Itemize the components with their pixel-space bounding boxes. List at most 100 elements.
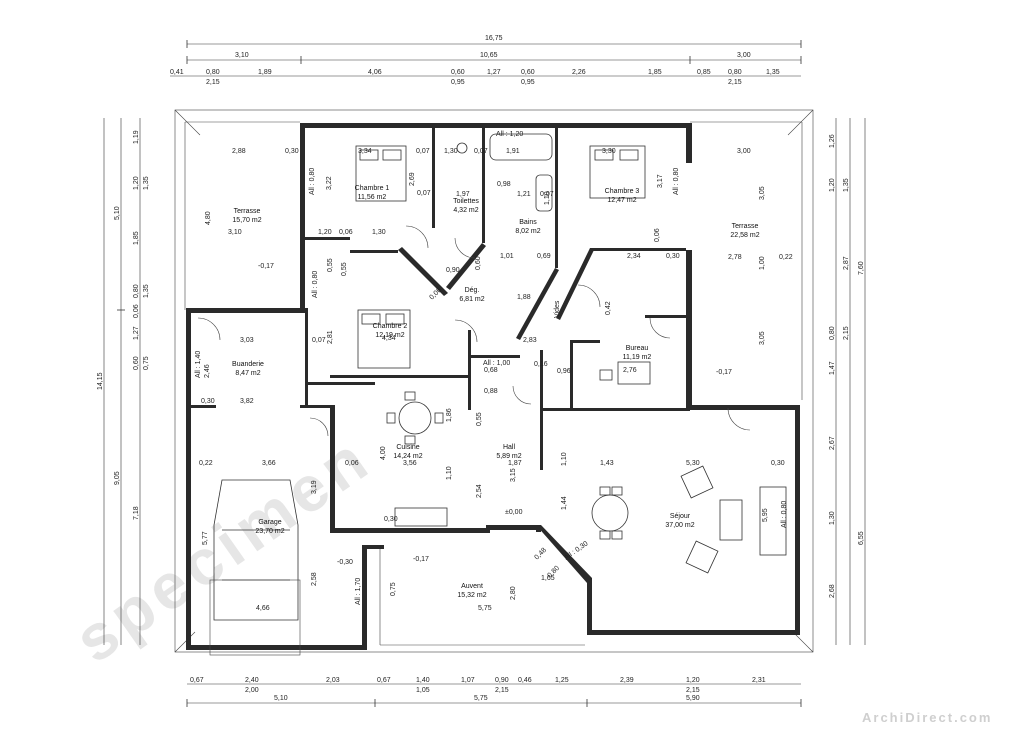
desk-icon	[617, 361, 651, 385]
dim-top-r3b-1: 0,95	[451, 79, 465, 86]
top-dimensions: 16,75 3,10 10,65 3,00 0,41 0,80 1,89 4,0…	[170, 35, 802, 86]
room-name-sejour: Séjour	[670, 513, 691, 520]
dim-interior_dims-bureau-6: -0,17	[716, 369, 732, 376]
kitchen-table-icon	[398, 401, 432, 435]
bed-chambre-1-icon	[355, 145, 407, 202]
room-name-deg: Dég.	[465, 287, 480, 294]
dim-interior_dims-chambre1-6: 1,30	[372, 229, 386, 236]
dim-left-i5: 0,06	[133, 304, 140, 318]
dim-interior_dims-deg-0: 1,88	[517, 294, 531, 301]
dim-interior_dims-hall-0: 1,87	[508, 460, 522, 467]
dim-interior_dims-garage-5: All : 1,70	[355, 578, 362, 605]
dim-interior_dims-buanderie-2: 0,30	[201, 398, 215, 405]
dim-interior_dims-bureau-2: 0,42	[605, 301, 612, 315]
right-dimensions: 7,60 2,87 6,55 1,26 1,20 0,80 1,47 2,67 …	[829, 118, 866, 645]
dim-interior_dims-chambre3-0: 3,30	[602, 148, 616, 155]
dim-bot-r1-1: 2,40	[245, 677, 259, 684]
room-area-bains: 8,02 m2	[515, 228, 540, 235]
dim-bot-r2-1: 5,75	[474, 695, 488, 702]
room-name-chambre-1: Chambre 1	[355, 185, 390, 192]
room-name-bureau: Bureau	[626, 345, 649, 352]
dim-interior_dims-bains-2: 1,21	[517, 191, 531, 198]
dim-left-i4: 1,27	[133, 326, 140, 340]
dim-bot-r1-0: 0,67	[190, 677, 204, 684]
dim-left-i1: 1,20	[133, 176, 140, 190]
room-name-terrasse-left: Terrasse	[234, 208, 261, 215]
dim-interior_dims-cuisine-1: 3,56	[403, 460, 417, 467]
dim-interior_dims-bains-5: 1,10	[544, 191, 551, 205]
room-area-sejour: 37,00 m2	[665, 522, 694, 529]
dim-interior_dims-bains-1: 0,07	[474, 148, 488, 155]
dim-left-p0: 5,10	[114, 206, 121, 220]
dim-left-ib1: 1,35	[143, 284, 150, 298]
sofa-icon	[759, 486, 787, 556]
room-name-hall: Hall	[503, 444, 516, 451]
dim-interior_dims-garage-0: 3,66	[262, 460, 276, 467]
dim-bot-r1-7: 0,46	[518, 677, 532, 684]
dim-right-i6: 2,68	[829, 584, 836, 598]
dim-left-i6: 0,60	[133, 356, 140, 370]
dim-left-ib0: 1,35	[143, 176, 150, 190]
armchair-icon	[680, 465, 714, 499]
dim-interior_dims-bureau-3: 0,96	[557, 368, 571, 375]
dim-interior_dims-auvent-7: 1,65	[541, 575, 555, 582]
coffee-table-icon	[719, 499, 743, 541]
dim-interior_dims-auvent-4: 0,75	[390, 582, 397, 596]
dim-interior_dims-bains-0: 1,91	[506, 148, 520, 155]
dim-bot-r1-6: 0,90	[495, 677, 509, 684]
room-name-toilettes: Toilettes	[453, 198, 479, 205]
dim-interior_dims-auvent-2: -0,17	[413, 556, 429, 563]
dim-interior_dims-auvent-0: 5,75	[478, 605, 492, 612]
dim-interior_dims-garage-4: 0,22	[199, 460, 213, 467]
dim-top-r3-8: 1,85	[648, 69, 662, 76]
dim-right-i5: 1,30	[829, 511, 836, 525]
dim-interior_dims-sejour-3: All : 0,80	[781, 501, 788, 528]
dim-top-r3-4: 0,60	[451, 69, 465, 76]
dim-interior_dims-auvent-1: 2,80	[510, 586, 517, 600]
dim-interior_dims-toilettes-1: 1,97	[456, 191, 470, 198]
room-area-buanderie: 8,47 m2	[235, 370, 260, 377]
dim-interior_dims-misc-6: All : 1,00	[483, 360, 510, 367]
room-area-bureau: 11,19 m2	[623, 354, 652, 361]
room-area-chambre-2: 12,19 m2	[375, 332, 404, 339]
dim-interior_dims-misc-2: 0,68	[484, 367, 498, 374]
dim-interior_dims-bains-3: 0,98	[497, 181, 511, 188]
dim-interior_dims-chambre3-2: 0,06	[654, 228, 661, 242]
kitchen-counter-icon	[394, 507, 448, 527]
dim-left-i0: 1,19	[133, 130, 140, 144]
dim-interior_dims-toilettes-3: All : 1,20	[496, 131, 523, 138]
dim-top-r2-1: 10,65	[480, 52, 498, 59]
dim-interior_dims-garage-3: 4,66	[256, 605, 270, 612]
room-area-deg: 6,81 m2	[459, 296, 484, 303]
dim-interior_dims-terrasse_left-4: -0,17	[258, 263, 274, 270]
room-name-bains: Bains	[519, 219, 537, 226]
dim-interior_dims-sejour-4: All : 0,30	[563, 540, 589, 561]
dim-interior_dims-auvent-3: -0,30	[337, 559, 353, 566]
dim-interior_dims-bains-7: 0,69	[537, 253, 551, 260]
dim-left-p1: 9,05	[114, 471, 121, 485]
room-name-buanderie: Buanderie	[232, 361, 264, 368]
dim-top-r3-10: 0,80	[728, 69, 742, 76]
room-name-cuisine: Cuisine	[396, 444, 419, 451]
dim-interior_dims-chambre2-3: 0,55	[341, 262, 348, 276]
dim-right-i4: 2,67	[829, 436, 836, 450]
room-name-garage: Garage	[258, 519, 281, 526]
bed-chambre-2-icon	[357, 309, 411, 369]
dim-top-r3-3: 4,06	[368, 69, 382, 76]
dim-interior_dims-garage-6: 2,58	[311, 572, 318, 586]
dim-left-i2: 1,85	[133, 231, 140, 245]
dim-top-r3b-3: 2,15	[728, 79, 742, 86]
dim-interior_dims-chambre3-3: 2,34	[627, 253, 641, 260]
dim-bot-r1-5: 1,07	[461, 677, 475, 684]
room-area-terrasse-left: 15,70 m2	[232, 217, 261, 224]
dim-interior_dims-bureau-5: 3,05	[759, 331, 766, 345]
dim-interior_dims-misc-1: 0,90	[446, 267, 460, 274]
dim-top-r3b-2: 0,95	[521, 79, 535, 86]
dim-interior_dims-garage-1: 3,19	[311, 480, 318, 494]
dim-interior_dims-sejour-2: 0,30	[771, 460, 785, 467]
dim-top-r3-5: 1,27	[487, 69, 501, 76]
room-area-chambre-3: 12,47 m2	[607, 197, 636, 204]
room-area-garage: 23,70 m2	[255, 528, 284, 535]
dim-interior_dims-chambre3-1: 3,17	[657, 174, 664, 188]
dim-interior_dims-cuisine-2: 1,86	[446, 408, 453, 422]
